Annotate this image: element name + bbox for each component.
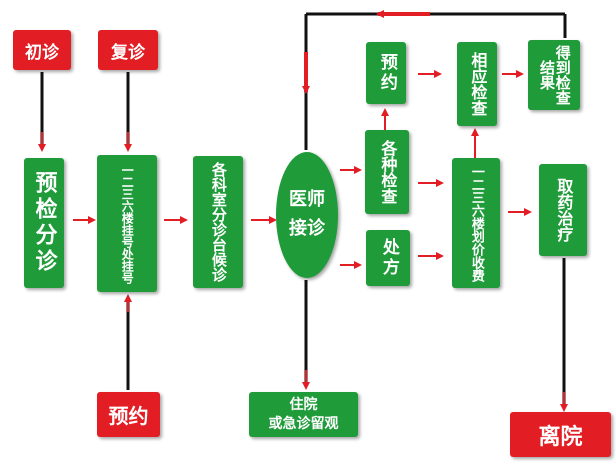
node-guahao: 一二三六楼挂号处挂号 [97,155,157,292]
node-yuyue-bottom: 预约 [97,392,160,437]
node-quyao-text: 取药治疗 [554,178,574,242]
node-zhuyuan-line2: 或急诊留观 [268,415,339,432]
node-chufang: 处方 [366,230,410,286]
node-zhuyuan-line1: 住院 [289,397,318,414]
node-yuyue-top-text: 预约 [376,53,397,93]
node-jiancha: 各种检查 [365,130,409,214]
node-yujian-text: 预检分诊 [31,171,57,275]
node-quyao: 取药治疗 [539,164,587,256]
node-liyuan: 离院 [510,412,611,457]
node-xiangying: 相应检查 [457,42,497,126]
node-jiezhen-line1: 医师 [289,189,325,211]
node-jiancha-text: 各种检查 [378,140,398,204]
node-jieguo: 得到检查结果 [528,40,580,110]
node-jiezhen-line2: 接诊 [289,218,325,239]
node-shoufei: 一二三六楼划价收费 [452,158,500,288]
node-zhuyuan: 住院 或急诊留观 [249,392,358,437]
node-houzhen: 各科室分诊台候诊 [193,156,243,288]
node-chuzhen: 初诊 [13,30,71,70]
node-jiezhen: 医师 接诊 [276,152,338,278]
node-jieguo-text: 得到检查结果 [538,45,572,105]
node-guahao-text: 一二三六楼挂号处挂号 [120,163,135,284]
node-xiangying-text: 相应检查 [468,52,488,116]
node-yuyue-top: 预约 [366,42,406,104]
node-shoufei-text: 一二三六楼划价收费 [468,164,484,282]
node-houzhen-text: 各科室分诊台候诊 [209,162,228,282]
node-yujian: 预检分诊 [24,158,64,288]
node-fuzhen: 复诊 [98,30,158,70]
node-chufang-text: 处方 [378,238,399,278]
